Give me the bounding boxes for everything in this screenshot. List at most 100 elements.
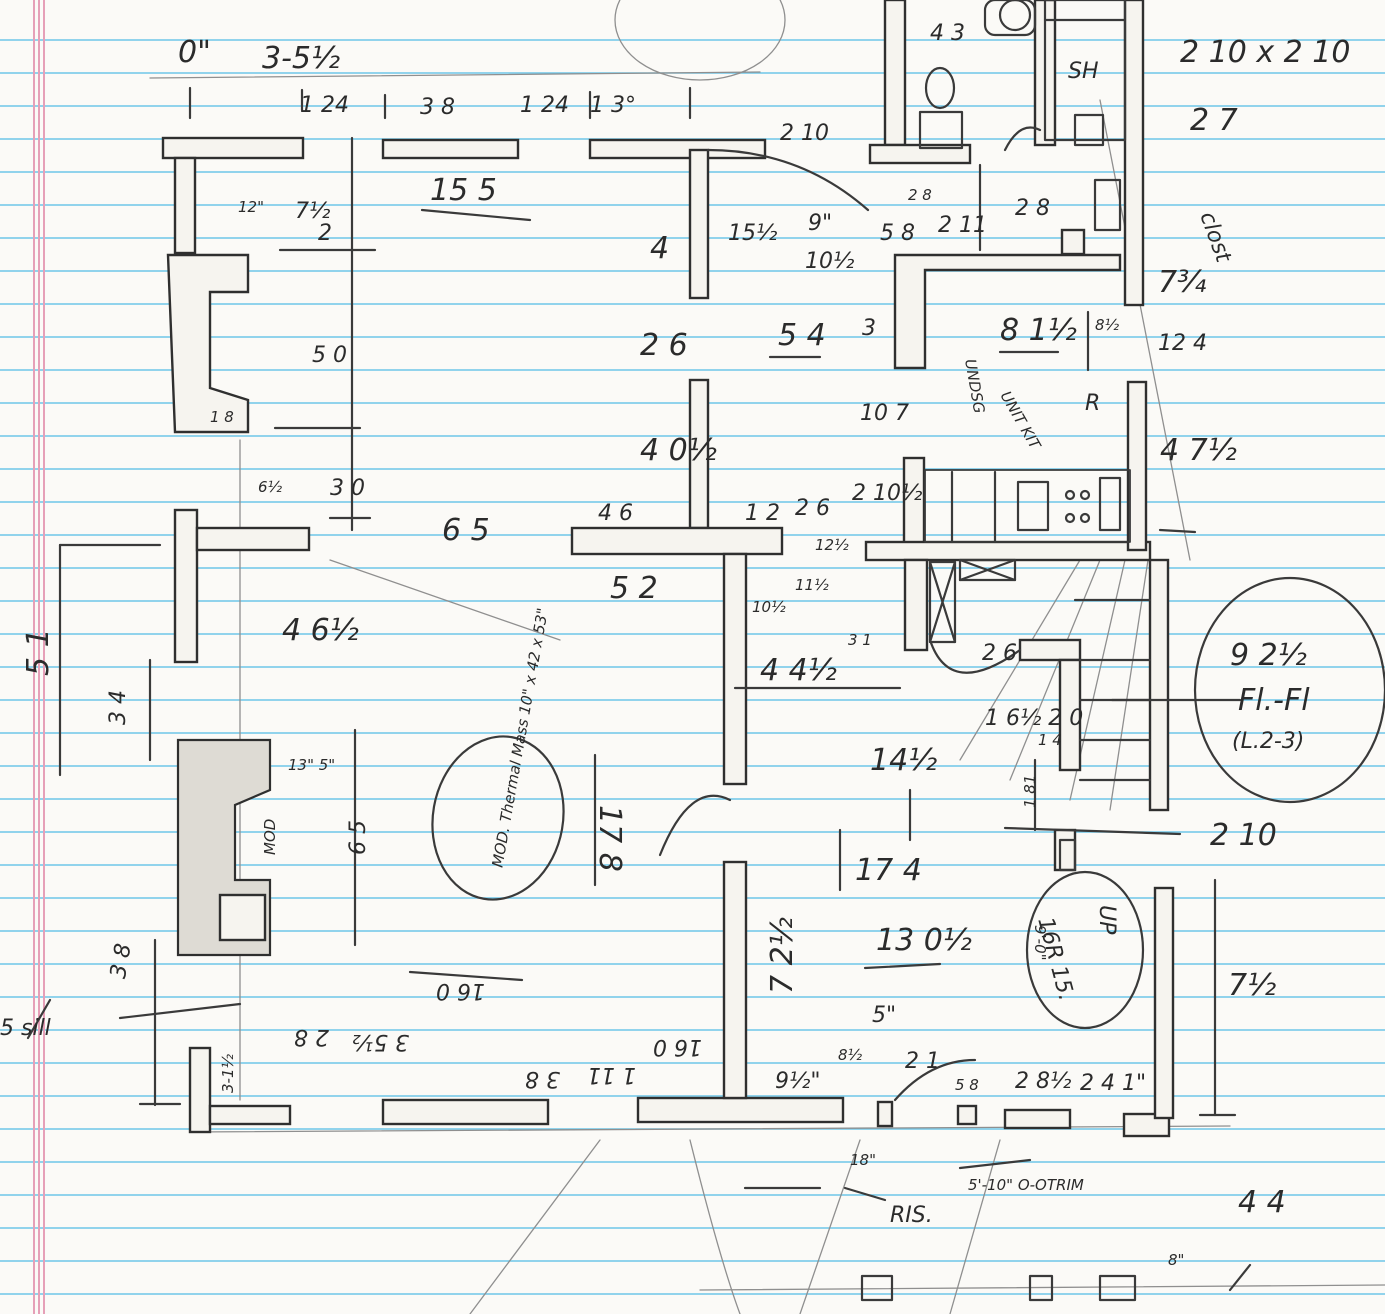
dim-18: 18"	[850, 1151, 876, 1169]
dim-8-12: 8 1½	[1000, 313, 1077, 348]
label-mod-left: MOD	[261, 819, 279, 855]
dim-3-8b: 3 8	[525, 1066, 560, 1091]
dim-17-4: 17 4	[855, 853, 922, 888]
dim-2-11: 2 11	[938, 213, 987, 238]
dim-6h: 6½	[258, 478, 283, 496]
label-unit-kit: UNIT KIT	[997, 388, 1045, 454]
dim-5-8b: 5 8	[955, 1076, 979, 1094]
dim-4-7h: 4 7½	[1160, 433, 1237, 468]
dim-2-6b: 2 6	[795, 496, 830, 521]
label-l23: (L.2-3)	[1232, 729, 1304, 754]
dim-1-24: 1 24	[300, 93, 349, 118]
dim-5-2: 5 2	[610, 571, 658, 606]
dim-2-10-right: 2 10	[1210, 818, 1277, 853]
label-o-trim: 5'-10" O-OTRIM	[968, 1176, 1084, 1194]
dim-15-5: 15 5	[430, 173, 497, 208]
dim-9-2: 9½"	[775, 1069, 820, 1094]
label-9-05: 9'-0"	[1031, 925, 1049, 961]
note-bubbles	[431, 576, 1385, 1030]
dim-10h-mid: 10½	[752, 598, 786, 616]
label-undsg: UNDSG	[961, 358, 988, 415]
dim-4-6h: 4 6½	[282, 613, 359, 648]
dim-3-8: 3 8	[420, 95, 455, 120]
dim-3-8-side: 3 8	[106, 942, 137, 981]
dim-2-4-1: 2 4 1"	[1080, 1071, 1146, 1096]
dim-7-5h: 7½	[295, 199, 330, 224]
dim-3-1: 3 1	[848, 631, 872, 649]
dim-2-10h: 2 10½	[852, 481, 922, 506]
label-up: UP	[1094, 905, 1119, 935]
margin-lines	[33, 0, 45, 1314]
dim-10h-top: 10½	[805, 249, 854, 274]
door-swings	[658, 126, 1042, 1102]
label-r: R	[1085, 391, 1100, 416]
dim-1-6h-2-0: 1 6½ 2 0	[985, 706, 1083, 731]
dim-8-5h: 8½	[1095, 316, 1120, 334]
dim-1-81: 1 81	[1021, 775, 1039, 808]
dim-3-5h-left: 3 5½	[353, 1029, 409, 1054]
dim-4-4: 4 4	[1238, 1185, 1286, 1220]
dim-17-8: 17 8	[592, 805, 627, 872]
dim-1-24b: 1 24	[520, 93, 569, 118]
fixtures	[860, 0, 1152, 1302]
dim-3-mid: 3	[862, 316, 876, 341]
dim-5-8: 5 8	[880, 221, 915, 246]
dim-6-5b: 6 5	[346, 820, 371, 855]
dim-5-in: 5"	[872, 1003, 896, 1028]
dim-13-0h: 13 0½	[876, 923, 972, 958]
dim-5-4: 5 4	[778, 318, 826, 353]
dim-13-5: 13" 5"	[288, 756, 335, 774]
dim-6-5: 6 5	[442, 513, 490, 548]
dim-4: 4	[650, 231, 669, 266]
dim-1-8: 1 8	[210, 408, 234, 426]
dim-2-6c: 2 6	[982, 641, 1017, 666]
dim-10-7: 10 7	[860, 401, 909, 426]
dim-3-0: 3 0	[330, 476, 365, 501]
label-fl-fl: Fl.-Fl	[1238, 683, 1310, 718]
dim-11h: 11½	[795, 576, 829, 594]
dimension-labels: 0" 3-5½ 1 24 3 8 1 24 1 3° 2 10 15 5 12"…	[0, 21, 1350, 1269]
dim-8-in: 8"	[1168, 1251, 1184, 1269]
dim-0: 0"	[178, 35, 211, 70]
dim-2-8: 2 8	[908, 186, 932, 204]
dim-7-5h-right: 7½	[1228, 968, 1276, 1003]
label-sh: SH	[1068, 59, 1099, 84]
dim-2-10x2-10: 2 10 x 2 10	[1180, 35, 1350, 70]
dim-2-7: 2 7	[1190, 103, 1238, 138]
dim-9: 9"	[808, 211, 832, 236]
label-ris: RIS.	[890, 1203, 933, 1228]
dim-15h: 15½	[728, 221, 777, 246]
dim-2-8c: 2 8	[294, 1024, 329, 1049]
dim-7-3q: 7¾	[1158, 265, 1206, 300]
dim-2-10-top: 2 10	[780, 121, 829, 146]
dim-2: 2	[318, 221, 332, 246]
dim-3-1h: 3-1½	[219, 1054, 237, 1093]
dim-4-3: 4 3	[930, 21, 965, 46]
dim-2-8b: 2 8	[1015, 196, 1050, 221]
dim-2-8h: 2 8½	[1015, 1069, 1071, 1094]
dim-12-4: 12 4	[1158, 331, 1207, 356]
dim-1-11: 1 11	[587, 1062, 636, 1087]
dim-4-6: 4 6	[598, 501, 633, 526]
dim-3-4: 3 4	[106, 690, 131, 725]
dim-8h: 8½	[838, 1046, 863, 1064]
dim-5-1: 5 1	[21, 628, 56, 676]
dim-3-5h: 3-5½	[262, 41, 340, 76]
dim-12h: 12½	[815, 536, 849, 554]
dim-1-2: 1 2	[745, 501, 780, 526]
dim-sill-left: 5 sill	[0, 1016, 51, 1041]
dim-5-0: 5 0	[312, 343, 347, 368]
dim-16-0: 16 0	[436, 978, 485, 1003]
walls	[161, 0, 1175, 1138]
dim-16-0b: 16 0	[653, 1034, 702, 1059]
dim-4-0h: 4 0½	[640, 433, 717, 468]
dim-1-30: 1 3°	[590, 93, 636, 118]
dimension-lines	[26, 86, 1252, 1292]
dim-1-4: 1 4	[1038, 731, 1062, 749]
dim-7-2h: 7 2½	[765, 917, 800, 994]
dim-12-left: 12"	[238, 198, 264, 216]
dim-9-2h: 9 2½	[1230, 638, 1307, 673]
dim-14h: 14½	[870, 743, 937, 778]
dim-2-6: 2 6	[640, 328, 688, 363]
